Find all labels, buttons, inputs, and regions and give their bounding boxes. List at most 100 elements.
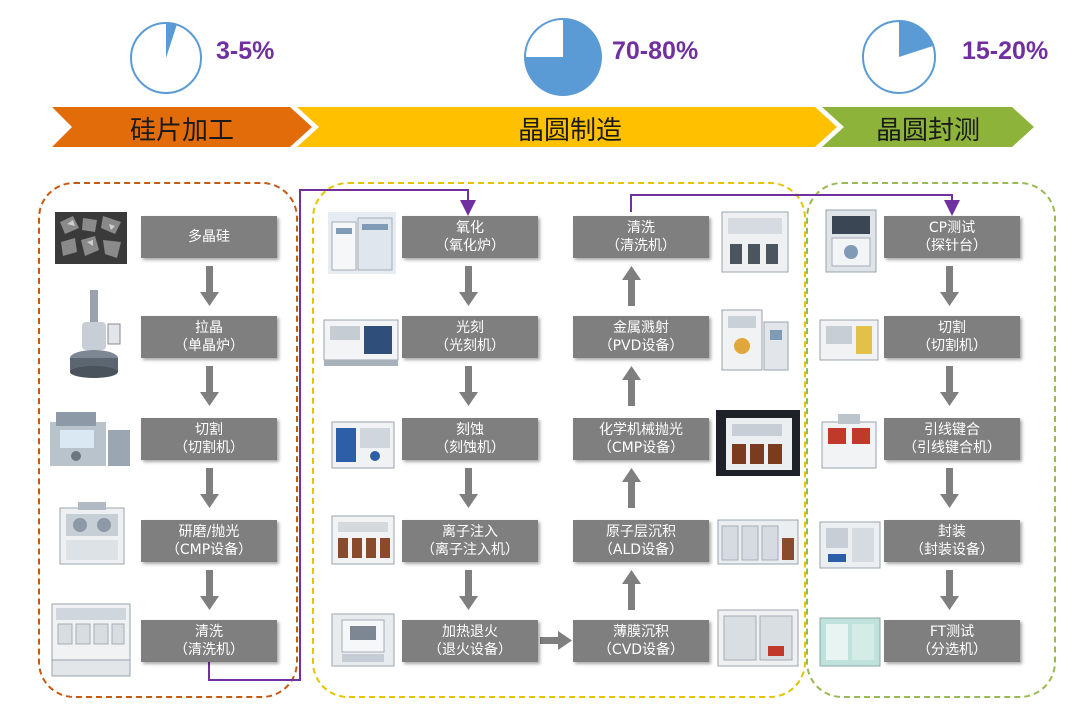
step-equipment: （CMP设备） <box>165 542 253 558</box>
crystal-puller-image <box>70 290 121 378</box>
arrow-up-icon <box>622 266 641 306</box>
arrow-down-icon <box>200 266 219 306</box>
step-equipment: （PVD设备） <box>598 338 684 354</box>
wire-bonder-image <box>821 414 877 469</box>
dicing-saw-image <box>819 319 879 361</box>
banner-label-package: 晶圆封测 <box>876 116 981 146</box>
arrow-down-icon <box>940 468 959 508</box>
step-label: 氧化 <box>456 220 484 236</box>
stage-frame-silicon <box>38 182 298 698</box>
cleaning-machine-image <box>51 603 131 677</box>
probe-station-image <box>825 209 877 273</box>
arrow-down-icon <box>940 266 959 306</box>
pie-chart-package <box>862 20 936 94</box>
fab-cleaning-machine-image <box>721 211 789 273</box>
step-label: FT测试 <box>929 624 975 640</box>
step-box-etching: 刻蚀 （刻蚀机） <box>402 418 538 460</box>
arrow-down-icon <box>200 570 219 610</box>
step-box-polysilicon: 多晶硅 <box>141 216 277 258</box>
step-equipment: （分选机） <box>917 642 987 658</box>
step-label: CP测试 <box>928 220 976 236</box>
pie-chart-silicon <box>130 22 202 94</box>
step-equipment: （单晶炉） <box>174 338 244 354</box>
ion-implanter-image <box>331 515 395 565</box>
step-equipment: （CMP设备） <box>597 440 685 456</box>
step-box-cvd: 薄膜沉积 （CVD设备） <box>573 620 709 662</box>
lithography-machine-image <box>323 319 399 366</box>
step-box-dicing: 切割 （切割机） <box>884 316 1020 358</box>
step-equipment: （光刻机） <box>435 338 505 354</box>
step-box-crystal-pulling: 拉晶 （单晶炉） <box>141 316 277 358</box>
step-equipment: （刻蚀机） <box>435 440 505 456</box>
step-box-cp-test: CP测试 （探针台） <box>884 216 1020 258</box>
step-box-slicing: 切割 （切割机） <box>141 418 277 460</box>
step-box-metal-sputtering: 金属溅射 （PVD设备） <box>573 316 709 358</box>
arrow-down-icon <box>459 266 478 306</box>
arrow-down-icon <box>459 468 478 508</box>
stage-frame-package <box>806 182 1056 698</box>
annealing-equipment-image <box>331 613 395 667</box>
step-box-ion-implantation: 离子注入 （离子注入机） <box>402 520 538 562</box>
cvd-equipment-image <box>717 609 799 667</box>
percent-label-fab: 70-80% <box>612 37 699 65</box>
banner-label-silicon: 硅片加工 <box>130 116 235 146</box>
banner-label-fab: 晶圆制造 <box>518 116 623 146</box>
percent-label-silicon: 3-5% <box>216 37 275 65</box>
step-label: 加热退火 <box>442 624 498 640</box>
banner-chevron-package <box>822 107 1034 147</box>
step-equipment: （离子注入机） <box>421 542 519 558</box>
step-label: 切割 <box>938 320 966 336</box>
step-label: 金属溅射 <box>613 320 669 336</box>
step-box-ald: 原子层沉积 （ALD设备） <box>573 520 709 562</box>
step-box-oxidation: 氧化 （氧化炉） <box>402 216 538 258</box>
step-equipment: （氧化炉） <box>435 238 505 254</box>
percent-label-package: 15-20% <box>962 37 1049 65</box>
step-equipment: （引线键合机） <box>903 440 1001 456</box>
step-label: 刻蚀 <box>456 422 484 438</box>
arrow-right-icon <box>540 631 572 650</box>
pie-chart-fab <box>524 18 602 96</box>
stage-banner <box>52 107 1034 147</box>
step-label: 切割 <box>195 422 223 438</box>
arrow-down-icon <box>200 366 219 406</box>
arrow-down-icon <box>940 570 959 610</box>
step-box-ft-test: FT测试 （分选机） <box>884 620 1020 662</box>
step-box-cmp: 化学机械抛光 （CMP设备） <box>573 418 709 460</box>
step-equipment: （ALD设备） <box>598 542 684 558</box>
polysilicon-image <box>55 212 127 264</box>
arrow-up-icon <box>622 468 641 508</box>
step-equipment: （切割机） <box>917 338 987 354</box>
step-label: 清洗 <box>195 624 223 640</box>
step-label: 封装 <box>938 524 966 540</box>
step-equipment: （清洗机） <box>174 642 244 658</box>
grinding-polisher-image <box>59 502 125 565</box>
step-label: 原子层沉积 <box>606 524 676 540</box>
arrow-down-icon <box>459 366 478 406</box>
step-box-wire-bonding: 引线键合 （引线键合机） <box>884 418 1020 460</box>
step-box-cleaning: 清洗 （清洗机） <box>141 620 277 662</box>
step-box-fab-cleaning: 清洗 （清洗机） <box>573 216 709 258</box>
step-label: 离子注入 <box>442 524 498 540</box>
arrow-down-icon <box>200 468 219 508</box>
step-label: 引线键合 <box>924 422 980 438</box>
test-handler-image <box>819 617 881 667</box>
step-label: 薄膜沉积 <box>613 624 669 640</box>
step-label: 多晶硅 <box>188 229 230 245</box>
ald-equipment-image <box>717 519 799 565</box>
arrow-up-icon <box>622 366 641 406</box>
flow-connector-silicon-to-fab <box>208 189 476 681</box>
step-equipment: （CVD设备） <box>597 642 685 658</box>
step-label: 光刻 <box>456 320 484 336</box>
step-label: 研磨/抛光 <box>178 524 240 540</box>
banner-chevron-silicon <box>52 107 312 147</box>
step-box-annealing: 加热退火 （退火设备） <box>402 620 538 662</box>
step-label: 拉晶 <box>195 320 223 336</box>
step-equipment: （探针台） <box>917 238 987 254</box>
banner-chevron-fab <box>297 107 837 147</box>
pie-slice <box>899 21 934 57</box>
slicing-machine-image <box>50 412 130 466</box>
stage-frame-fab <box>312 182 806 698</box>
etching-machine-image <box>331 421 395 469</box>
